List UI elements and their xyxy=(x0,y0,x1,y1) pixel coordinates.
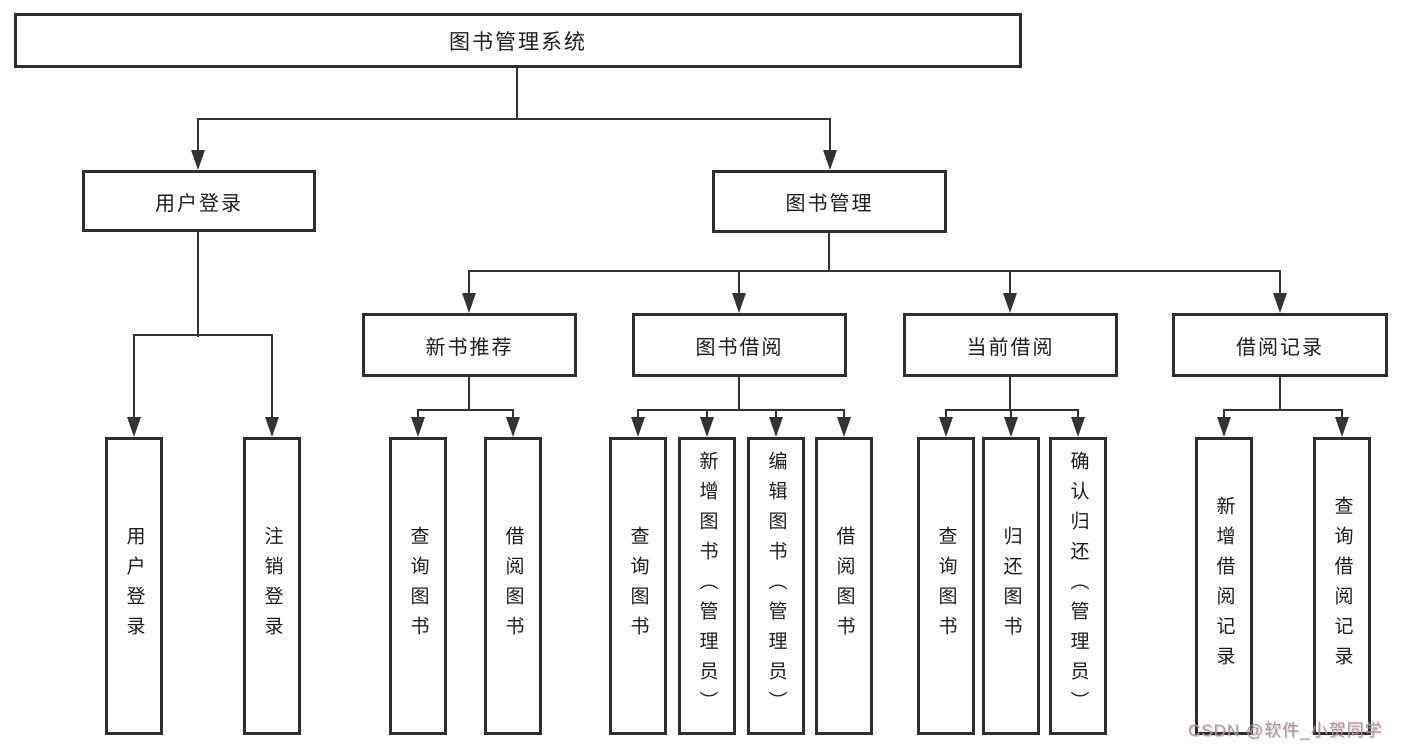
leaf-return-book: 归还图书 xyxy=(982,437,1040,735)
connector-line xyxy=(417,409,514,411)
connector-line xyxy=(271,335,273,419)
connector-line xyxy=(468,377,470,411)
node-user-login: 用户登录 xyxy=(82,170,316,232)
connector-line xyxy=(197,232,199,337)
arrow-down-icon xyxy=(1071,417,1085,437)
node-current-borrowing: 当前借阅 xyxy=(903,313,1118,377)
arrow-down-icon xyxy=(631,417,645,437)
connector-line xyxy=(828,233,830,272)
connector-line xyxy=(468,271,470,295)
connector-line xyxy=(1009,377,1011,411)
node-book-management: 图书管理 xyxy=(712,170,947,233)
arrow-down-icon xyxy=(1335,417,1349,437)
arrow-down-icon xyxy=(939,417,953,437)
connector-line xyxy=(775,410,777,419)
connector-line xyxy=(1010,410,1012,419)
leaf-add-book-admin: 新增图书（管理员） xyxy=(678,437,736,735)
leaf-add-borrow-record: 新增借阅记录 xyxy=(1195,437,1253,735)
connector-line xyxy=(468,270,1281,272)
connector-line xyxy=(197,118,831,120)
node-library-management-system: 图书管理系统 xyxy=(14,13,1022,68)
connector-line xyxy=(417,410,419,419)
connector-line xyxy=(738,377,740,411)
leaf-edit-book-admin: 编辑图书（管理员） xyxy=(747,437,805,735)
arrow-down-icon xyxy=(1003,293,1017,313)
leaf-query-borrow-record: 查询借阅记录 xyxy=(1313,437,1371,735)
connector-line xyxy=(516,68,518,120)
connector-line xyxy=(1341,410,1343,419)
connector-line xyxy=(1223,410,1225,419)
arrow-down-icon xyxy=(1273,293,1287,313)
node-book-borrowing: 图书借阅 xyxy=(632,313,847,377)
connector-line xyxy=(1077,410,1079,419)
connector-line xyxy=(1009,271,1011,295)
arrow-down-icon xyxy=(700,417,714,437)
leaf-query-books-recommend: 查询图书 xyxy=(389,437,447,735)
arrow-down-icon xyxy=(127,417,141,437)
arrow-down-icon xyxy=(1217,417,1231,437)
arrow-down-icon xyxy=(732,293,746,313)
arrow-down-icon xyxy=(823,150,837,170)
connector-line xyxy=(133,335,135,419)
connector-line xyxy=(637,410,639,419)
connector-line xyxy=(829,119,831,152)
connector-line xyxy=(843,410,845,419)
arrow-down-icon xyxy=(191,150,205,170)
connector-line xyxy=(197,119,199,152)
arrow-down-icon xyxy=(462,293,476,313)
leaf-borrow-books-recommend: 借阅图书 xyxy=(484,437,542,735)
leaf-confirm-return-admin: 确认归还（管理员） xyxy=(1049,437,1107,735)
connector-line xyxy=(637,409,845,411)
csdn-watermark: CSDN @软件_小贺同学 xyxy=(1188,721,1383,740)
leaf-user-login: 用户登录 xyxy=(105,437,163,735)
leaf-query-books-borrowing: 查询图书 xyxy=(609,437,667,735)
arrow-down-icon xyxy=(265,417,279,437)
connector-line xyxy=(1279,271,1281,295)
arrow-down-icon xyxy=(769,417,783,437)
node-borrowing-records: 借阅记录 xyxy=(1172,313,1388,377)
arrow-down-icon xyxy=(1004,417,1018,437)
connector-line xyxy=(738,271,740,295)
arrow-down-icon xyxy=(506,417,520,437)
leaf-query-books-current: 查询图书 xyxy=(917,437,975,735)
connector-line xyxy=(133,334,273,336)
connector-line xyxy=(945,410,947,419)
connector-line xyxy=(706,410,708,419)
node-new-book-recommendation: 新书推荐 xyxy=(362,313,577,377)
connector-line xyxy=(1279,377,1281,411)
connector-line xyxy=(512,410,514,419)
arrow-down-icon xyxy=(837,417,851,437)
arrow-down-icon xyxy=(411,417,425,437)
leaf-logout: 注销登录 xyxy=(243,437,301,735)
connector-line xyxy=(1223,409,1343,411)
leaf-borrow-books-borrowing: 借阅图书 xyxy=(815,437,873,735)
connector-line xyxy=(945,409,1079,411)
